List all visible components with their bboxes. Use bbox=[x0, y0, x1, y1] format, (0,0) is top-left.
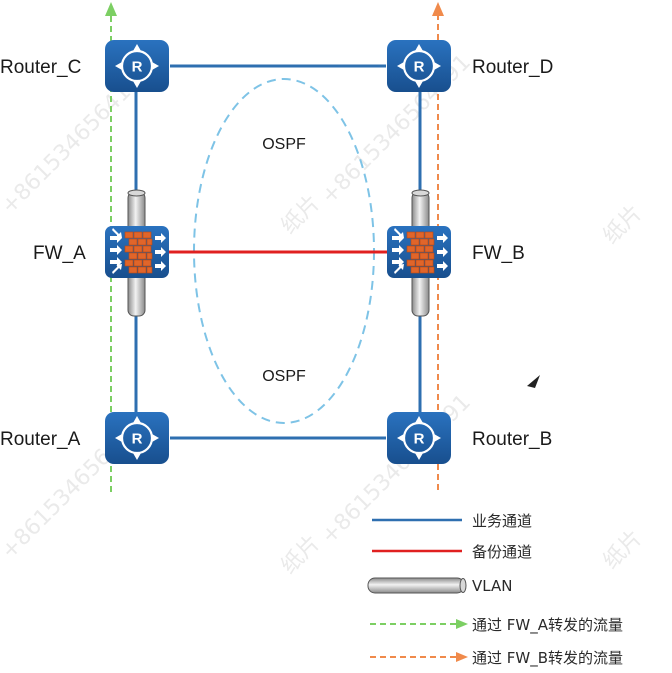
ospf-label-bottom: OSPF bbox=[262, 368, 306, 385]
router-c-device bbox=[103, 38, 171, 94]
flow-fw-a-arrow bbox=[105, 2, 117, 492]
router-icon bbox=[385, 410, 453, 466]
legend-backup-label: 备份通道 bbox=[472, 543, 532, 561]
cursor-icon bbox=[527, 375, 540, 388]
router-icon bbox=[103, 38, 171, 94]
legend-item-flow-fw-a: 通过 FW_A转发的流量 bbox=[370, 616, 623, 635]
ospf-label-top: OSPF bbox=[262, 136, 306, 153]
fw-a-device bbox=[104, 225, 170, 279]
watermark-brand: 纸片 bbox=[599, 200, 648, 249]
legend: 业务通道 备份通道 VLAN 通过 FW_A转发的流量 通过 FW_B转发的流量 bbox=[367, 512, 623, 668]
router-d-label: Router_D bbox=[472, 57, 553, 78]
legend-vlan-label: VLAN bbox=[472, 577, 512, 595]
router-b-device bbox=[385, 410, 453, 466]
router-a-device bbox=[103, 410, 171, 466]
legend-item-vlan: VLAN bbox=[367, 577, 512, 595]
fw-a-label: FW_A bbox=[33, 243, 86, 264]
watermark: +8615346564191 +8615346564191 +861534656… bbox=[0, 50, 647, 579]
legend-flow-fw-b-label: 通过 FW_B转发的流量 bbox=[472, 649, 623, 668]
legend-item-flow-fw-b: 通过 FW_B转发的流量 bbox=[370, 649, 623, 668]
watermark-brand: 纸片 bbox=[277, 530, 326, 579]
legend-item-business: 业务通道 bbox=[372, 512, 532, 530]
flow-fw-b-arrow bbox=[432, 2, 444, 490]
router-b-label: Router_B bbox=[472, 429, 552, 450]
router-d-device bbox=[385, 38, 453, 94]
watermark-brand: 纸片 bbox=[277, 190, 326, 239]
fw-b-device bbox=[386, 225, 452, 279]
legend-item-backup: 备份通道 bbox=[372, 543, 532, 561]
fw-b-label: FW_B bbox=[472, 243, 525, 264]
firewall-icon bbox=[104, 225, 170, 279]
legend-flow-fw-a-label: 通过 FW_A转发的流量 bbox=[472, 616, 623, 635]
router-c-label: Router_C bbox=[0, 57, 81, 78]
watermark-brand: 纸片 bbox=[599, 525, 648, 574]
router-icon bbox=[103, 410, 171, 466]
legend-business-label: 业务通道 bbox=[472, 512, 532, 530]
router-icon bbox=[385, 38, 453, 94]
firewall-icon bbox=[386, 225, 452, 279]
router-a-label: Router_A bbox=[0, 429, 81, 450]
